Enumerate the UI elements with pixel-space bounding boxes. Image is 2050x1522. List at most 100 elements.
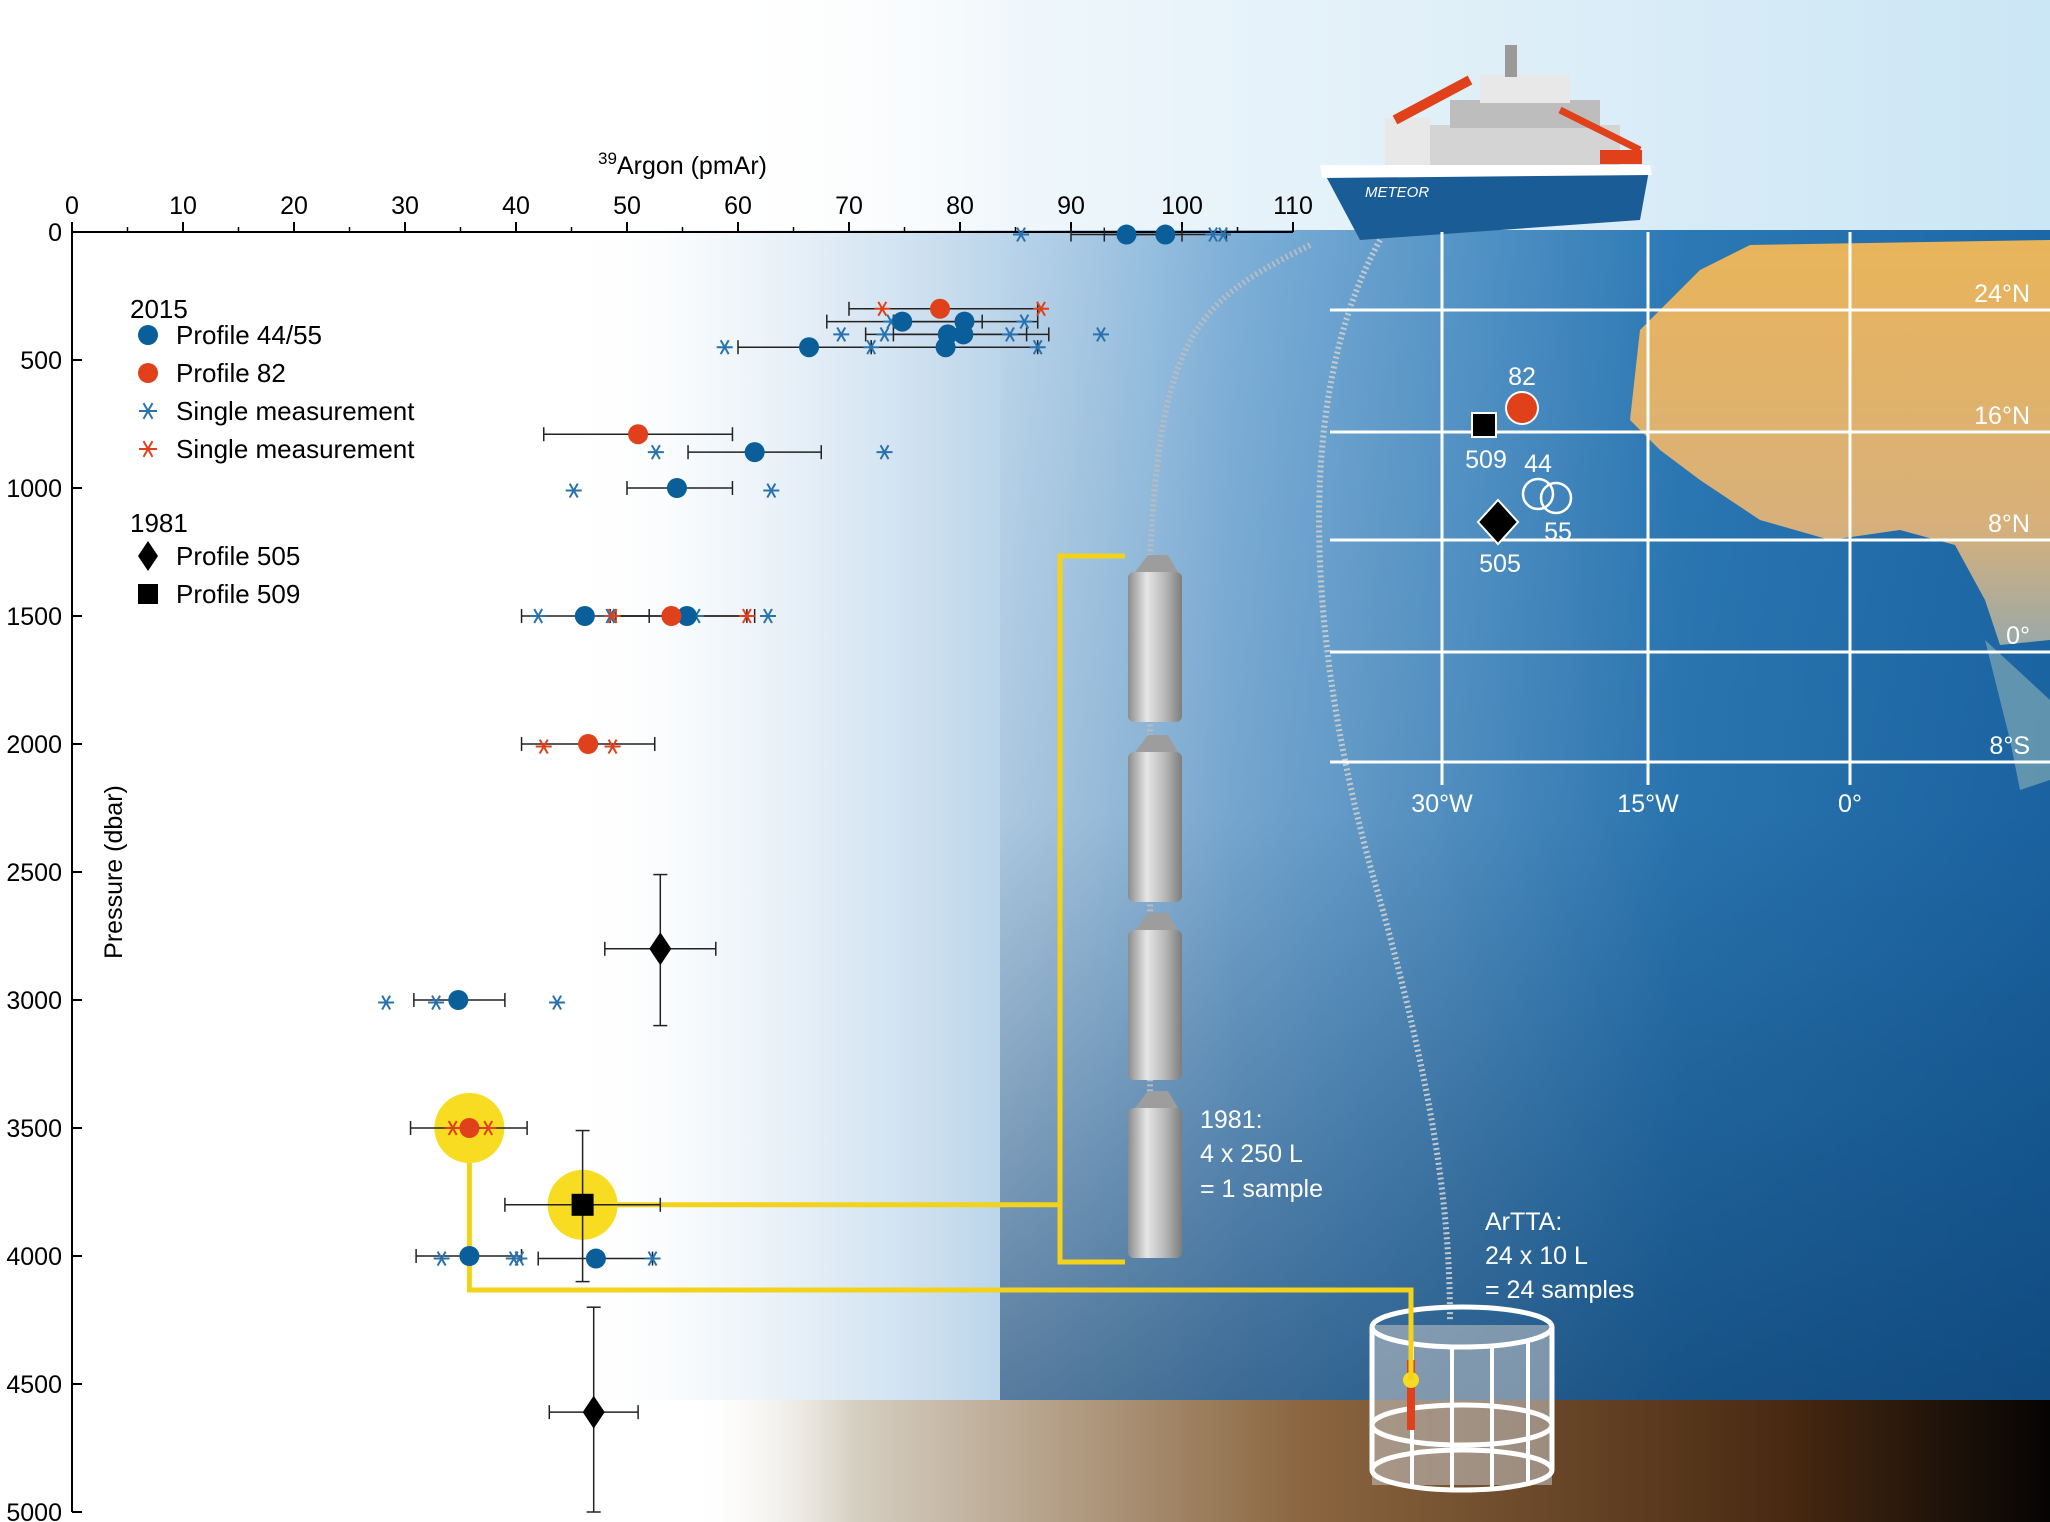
point-asterisk	[428, 995, 445, 1011]
point-asterisk	[1215, 227, 1232, 243]
bracket-1981	[1057, 553, 1125, 1265]
point-asterisk	[444, 1120, 461, 1136]
map-lat-label: 0°	[2006, 622, 2030, 650]
legend-label: Single measurement	[176, 434, 415, 464]
legend-label: Profile 82	[176, 358, 286, 388]
point-asterisk	[876, 326, 893, 342]
legend-marker-circle	[138, 363, 158, 383]
x-tick-label: 40	[502, 192, 530, 220]
point-asterisk	[604, 608, 621, 624]
y-tick-label: 2500	[6, 859, 62, 887]
y-tick-label: 500	[20, 347, 62, 375]
point-asterisk	[378, 995, 395, 1011]
sampler-artta-line1: ArTTA:	[1485, 1208, 1562, 1236]
legend-label: Profile 505	[176, 541, 300, 571]
y-tick-label: 5000	[6, 1499, 62, 1522]
x-axis-label-text: Argon (pmAr)	[617, 152, 767, 180]
x-axis-label-isotope: 39	[598, 149, 617, 168]
point-asterisk	[647, 444, 664, 460]
point-asterisk	[716, 339, 733, 355]
sampler-artta-line2: 24 x 10 L	[1485, 1242, 1588, 1270]
x-tick-label: 110	[1273, 192, 1313, 220]
y-tick-label: 3000	[6, 987, 62, 1015]
legend-marker-diamond	[138, 541, 158, 571]
point-circle	[1155, 224, 1176, 245]
point-circle	[459, 1118, 480, 1138]
map-lon-label: 30°W	[1411, 790, 1473, 818]
map-station-label: 82	[1508, 363, 1536, 391]
map-station-509	[1471, 412, 1497, 438]
point-asterisk	[763, 483, 780, 499]
point-diamond	[649, 932, 672, 966]
point-circle	[448, 990, 469, 1010]
map-station-44	[1521, 477, 1555, 511]
sampler-1981-line3: = 1 sample	[1200, 1175, 1323, 1203]
point-circle	[676, 606, 697, 626]
bottles-1981: 1981: 4 x 250 L = 1 sample	[1128, 555, 1323, 1258]
map-lon-label: 0°	[1838, 790, 1862, 818]
y-tick-label: 4000	[6, 1243, 62, 1271]
point-circle	[930, 298, 951, 319]
legend-label: Single measurement	[176, 396, 415, 426]
map-station-label: 44	[1524, 450, 1552, 478]
map-lon-label: 15°W	[1617, 790, 1679, 818]
y-tick-label: 3500	[6, 1115, 62, 1143]
point-asterisk	[530, 608, 547, 624]
point-circle	[628, 424, 649, 445]
y-tick-label: 0	[48, 219, 62, 247]
point-asterisk	[644, 1251, 661, 1267]
x-tick-label: 0	[65, 192, 79, 220]
map-station-55	[1539, 481, 1573, 515]
point-asterisk	[604, 739, 621, 755]
point-circle	[892, 311, 913, 332]
sampler-1981-line2: 4 x 250 L	[1200, 1140, 1303, 1168]
africa-landmass	[1630, 240, 2050, 645]
y-axis-label: Pressure (dbar)	[100, 785, 128, 959]
x-axis-label: 39Argon (pmAr)	[598, 149, 767, 180]
point-circle	[1116, 224, 1137, 245]
point-asterisk	[1033, 301, 1050, 317]
point-asterisk	[874, 301, 891, 317]
point-circle	[585, 1248, 606, 1269]
map-lat-label: 24°N	[1974, 280, 2030, 308]
y-tick-label: 1000	[6, 475, 62, 503]
point-circle	[661, 606, 682, 626]
point-asterisk	[876, 444, 893, 460]
x-tick-label: 10	[169, 192, 197, 220]
sample-connectors	[466, 553, 1414, 1380]
map-station-82	[1505, 391, 1539, 425]
legend-group-1981: 1981	[130, 508, 188, 538]
point-asterisk	[759, 608, 776, 624]
map-grid	[1330, 232, 2050, 785]
map-lat-label: 8°N	[1988, 510, 2030, 538]
x-tick-label: 30	[391, 192, 419, 220]
y-tick-label: 1500	[6, 603, 62, 631]
point-circle	[744, 442, 765, 463]
map-station-label: 509	[1465, 446, 1507, 474]
x-tick-label: 90	[1057, 192, 1085, 220]
map-station-505	[1476, 498, 1520, 546]
connector-artta	[466, 1128, 1414, 1380]
legend-marker-circle	[138, 325, 158, 345]
point-circle	[459, 1246, 480, 1266]
legend-marker-asterisk	[139, 440, 157, 458]
map-station-label: 505	[1479, 550, 1521, 578]
ship-name: METEOR	[1365, 184, 1429, 201]
legend-marker-asterisk	[139, 402, 157, 420]
point-asterisk	[863, 339, 880, 355]
legend-label: Profile 509	[176, 579, 300, 609]
point-circle	[799, 337, 820, 358]
y-tick-label: 2000	[6, 731, 62, 759]
sampler-artta-line3: = 24 samples	[1485, 1276, 1634, 1304]
legend-group-2015: 2015	[130, 294, 188, 324]
point-asterisk	[565, 483, 582, 499]
point-circle	[953, 324, 974, 345]
ship-illustration: METEOR	[1320, 45, 1652, 240]
legend-marker-square	[138, 584, 158, 604]
